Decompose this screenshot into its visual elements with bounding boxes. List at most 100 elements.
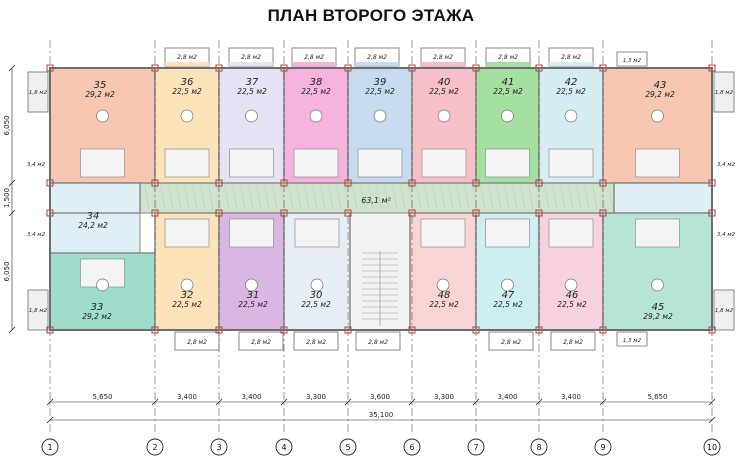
apartment-43-bathroom: [635, 148, 680, 178]
corridor-hatch: [224, 185, 230, 211]
apartment-30-bathroom: [294, 218, 340, 248]
corridor-hatch: [560, 185, 566, 211]
corridor-hatch: [472, 185, 478, 211]
axis-label: 1: [47, 443, 52, 452]
apartment-46-number: 46: [566, 290, 579, 301]
axis-label: 10: [707, 443, 717, 452]
corridor-hatch: [320, 185, 326, 211]
corridor-hatch: [568, 185, 574, 211]
apartment-37-number: 37: [246, 77, 259, 88]
balcony-top-tint: [355, 62, 399, 66]
apartment-33-table: [96, 278, 109, 292]
corridor-hatch: [272, 185, 278, 211]
apartment-40-area-label: 22,5 м2: [429, 87, 459, 96]
axis-label: 4: [281, 443, 286, 452]
apartment-35-area-label: 29,2 м2: [85, 90, 115, 99]
corridor-hatch: [496, 185, 502, 211]
apartment-34-number: 34: [87, 211, 100, 222]
vertical-dimension-tick: [8, 326, 16, 334]
apartment-41-number: 41: [502, 77, 515, 88]
vertical-dimension-label: 6,050: [3, 115, 11, 135]
dimension-tick: [344, 398, 352, 406]
corridor-hatch: [512, 185, 518, 211]
balcony-bottom-area: 2,8 м2: [187, 339, 207, 346]
balcony-top-tint: [549, 62, 593, 66]
axis-bubble: [594, 438, 612, 456]
apartment-42-bathroom: [548, 148, 594, 178]
axis-label: 5: [345, 443, 350, 452]
apartment-43-area-label: 29,2 м2: [645, 90, 675, 99]
corridor-hatch: [432, 185, 438, 211]
apartment-38-area-label: 22,5 м2: [301, 87, 331, 96]
corridor-hatch: [584, 185, 590, 211]
side-storage-right: [713, 289, 735, 331]
vertical-dimension-label: 6,050: [3, 261, 11, 281]
apartment-31-bathroom: [229, 218, 274, 248]
apartment-48-bathroom: [420, 218, 466, 248]
apartment-47-area-label: 22,5 м2: [493, 300, 523, 309]
axis-bubble: [41, 438, 59, 456]
apartment-36-bathroom: [164, 148, 210, 178]
apartment-38-table: [309, 109, 323, 123]
dimension-tick: [535, 398, 543, 406]
corridor-hatch: [216, 185, 222, 211]
side-storage-right-area: 1,8 м2: [715, 308, 734, 314]
corridor-hatch: [344, 185, 350, 211]
corridor-hatch: [368, 185, 374, 211]
apartment-46-bathroom: [548, 218, 594, 248]
side-storage-right-area: 1,8 м2: [715, 90, 734, 96]
corridor-hatch: [280, 185, 286, 211]
side-storage-left-area: 1,8 м2: [29, 308, 48, 314]
apartment-48-table: [436, 278, 450, 292]
side-storage-left-area: 1,8 м2: [29, 90, 48, 96]
corridor-hatch: [184, 185, 190, 211]
dimension-segment: 3,300: [434, 393, 454, 401]
plan-title: ПЛАН ВТОРОГО ЭТАЖА: [267, 6, 475, 25]
apartment-33-area-label: 29,2 м2: [82, 312, 112, 321]
apartment-39-bathroom: [357, 148, 403, 178]
apartment-48-number: 48: [438, 290, 451, 301]
apartment-45-area-label: 29,2 м2: [643, 312, 673, 321]
apartment-44-area: [613, 182, 713, 214]
corridor-hatch: [448, 185, 454, 211]
corridor-hatch: [232, 185, 238, 211]
vertical-dimension-label: 1,500: [3, 188, 11, 208]
apartment-34-area: [49, 182, 141, 214]
balcony-bottom: [355, 331, 401, 351]
axis-bubble: [146, 438, 164, 456]
axis-label: 6: [409, 443, 414, 452]
balcony-top-area: 2,8 м2: [304, 54, 324, 61]
apartment-32-table: [180, 278, 194, 292]
dimension-tick: [599, 398, 607, 406]
apartment-37-area-label: 22,5 м2: [237, 87, 267, 96]
corridor-hatch: [400, 185, 406, 211]
apartment-37-table: [245, 109, 258, 123]
corridor-hatch: [488, 185, 494, 211]
balcony-top-tint: [165, 62, 209, 66]
corridor-hatch: [192, 185, 198, 211]
corridor-hatch: [600, 185, 606, 211]
corridor-hatch: [288, 185, 294, 211]
corridor-hatch: [264, 185, 270, 211]
apartment-35-bathroom: [80, 148, 125, 178]
balcony-top-tint: [486, 62, 530, 66]
side-area-right: 3,4 м2: [717, 232, 736, 238]
balcony-bottom: [550, 331, 596, 351]
axis-label: 7: [473, 443, 478, 452]
apartment-47-number: 47: [502, 290, 515, 301]
corridor-hatch: [552, 185, 558, 211]
apartment-42-number: 42: [565, 77, 578, 88]
apartment-36-table: [180, 109, 194, 123]
vertical-dimension-tick: [8, 209, 16, 217]
corner-balcony-bottom-area: 1,3 м2: [623, 338, 642, 344]
dimension-tick: [472, 398, 480, 406]
dimension-segment: 5,650: [647, 393, 667, 401]
dimension-tick: [46, 416, 54, 424]
